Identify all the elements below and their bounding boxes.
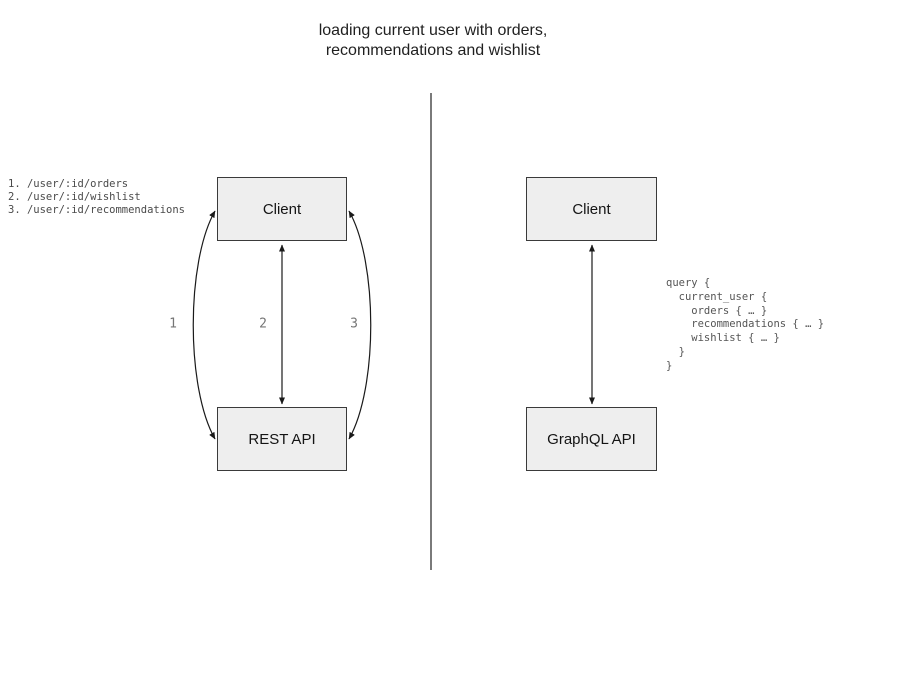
rest-client-node: Client [217, 177, 347, 241]
rest-client-node-label: Client [262, 200, 302, 218]
rest-arrow-label-2: 2 [259, 316, 267, 332]
panel-divider-line [430, 93, 432, 570]
rest-arrow-1-curve [192, 210, 216, 440]
graphql-api-node-label: GraphQL API [547, 430, 636, 448]
graphql-client-node: Client [526, 177, 657, 241]
rest-arrow-label-3: 3 [350, 316, 358, 332]
graphql-client-node-label: Client [572, 200, 611, 218]
rest-api-node: REST API [217, 407, 347, 471]
graphql-query-code: query { current_user { orders { … } reco… [666, 277, 825, 372]
rest-endpoints-list: 1. /user/:id/orders 2. /user/:id/wishlis… [8, 178, 186, 216]
rest-api-node-label: REST API [248, 430, 316, 448]
rest-arrow-label-1: 1 [169, 316, 177, 332]
graphql-api-node: GraphQL API [526, 407, 657, 471]
diagram-title: loading current user with orders, recomm… [318, 22, 548, 59]
